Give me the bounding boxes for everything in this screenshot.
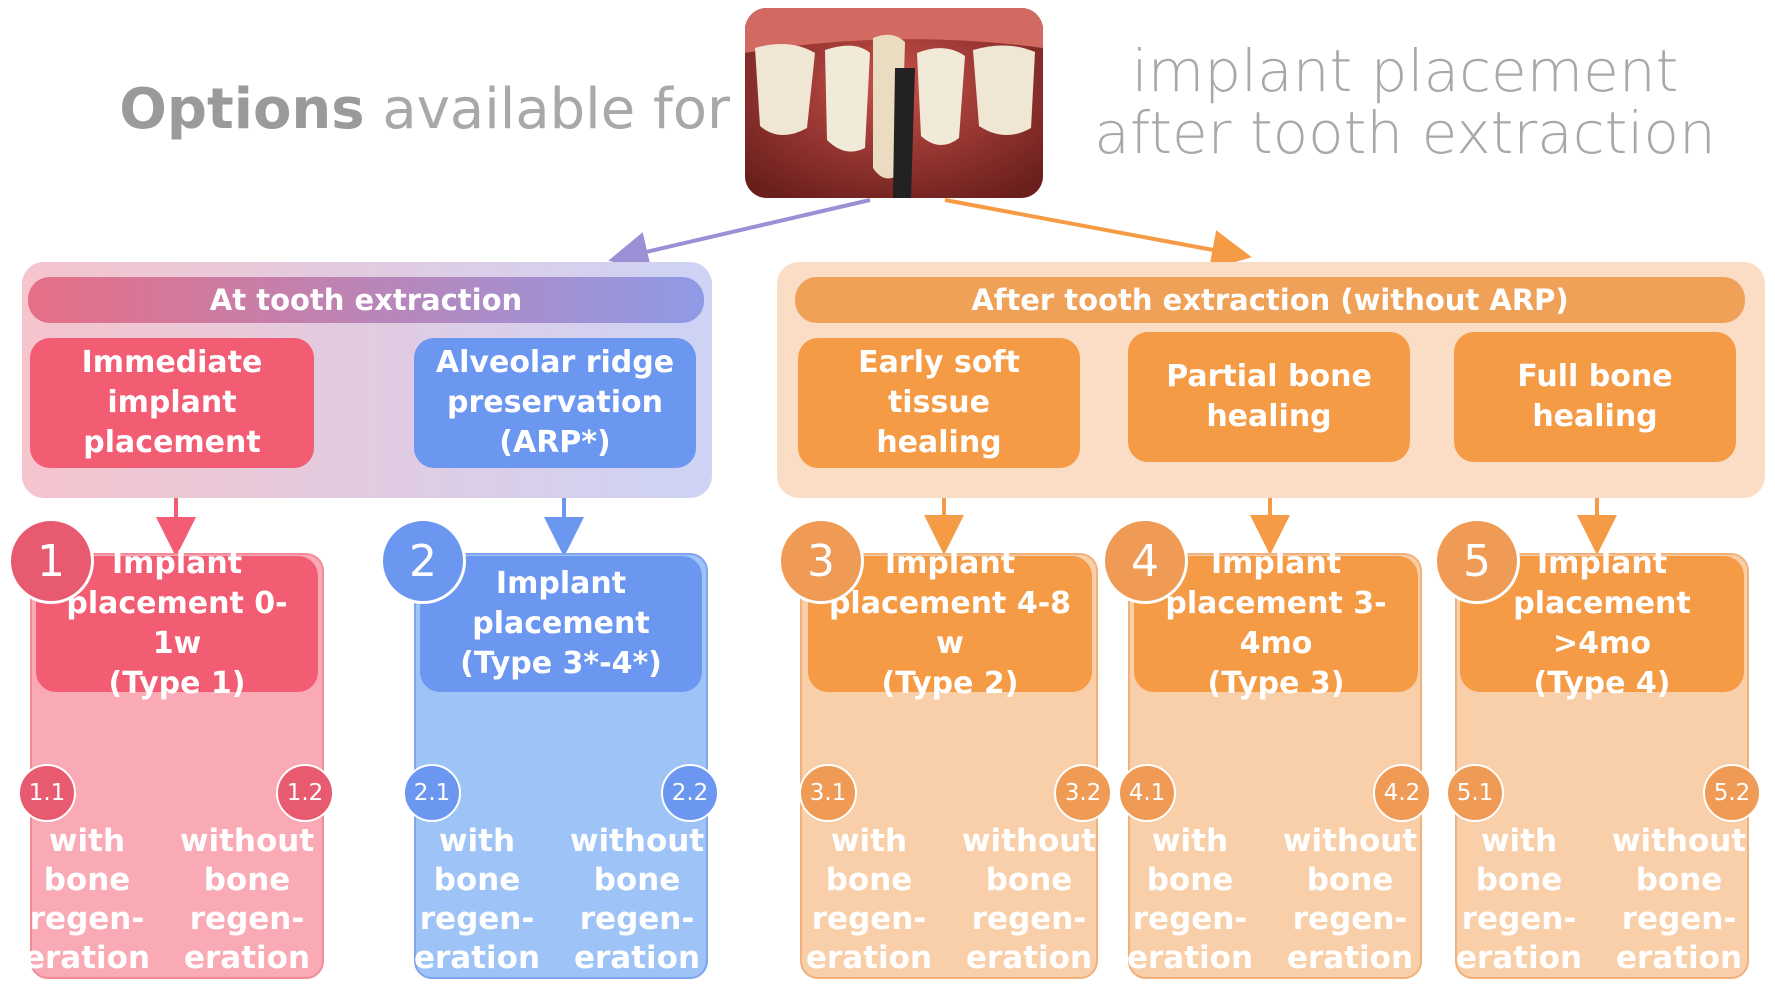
placement-text-5: Implant placement >4mo (Type 4) [1513,546,1691,701]
sub-text-2-2: without bone regen- eration [569,823,705,976]
sub-number-4-1: 4.1 [1118,764,1176,822]
sub-number-3-2: 3.2 [1054,764,1112,822]
sub-number-1-1: 1.1 [18,764,76,822]
placement-text-3: Implant placement 4-8 w (Type 2) [828,546,1072,701]
arrow-to-after-extraction [944,198,1252,270]
sub-text-5-2: without bone regen- eration [1611,823,1747,976]
sub-number-2-2: 2.2 [661,764,719,822]
option-number-4: 4 [1102,518,1188,604]
condition-box-5: Full bone healing [1454,332,1736,462]
option-number-2: 2 [380,518,466,604]
tooth-extraction-photo [745,8,1043,198]
sub-text-4-2: without bone regen- eration [1282,823,1418,976]
option-number-1: 1 [8,518,94,604]
placement-text-1: Implant placement 0-1w (Type 1) [66,546,288,701]
arrow-to-at-extraction [608,198,871,272]
condition-text-2: Alveolar ridge preservation (ARP*) [435,345,675,460]
placement-text-4: Implant placement 3-4mo (Type 3) [1165,546,1387,701]
title-left-rest: available for [364,77,730,142]
title-left-bold: Options [119,77,365,142]
placement-text-2: Implant placement (Type 3*-4*) [460,566,662,681]
sub-text-3-2: without bone regen- eration [961,823,1097,976]
sub-number-1-2: 1.2 [276,764,334,822]
condition-box-3: Early soft tissue healing [798,338,1080,468]
title-right-line1: implant placement [1131,37,1679,105]
sub-number-2-1: 2.1 [403,764,461,822]
title-right: implant placement after tooth extraction [1065,40,1745,164]
option-number-3: 3 [778,518,864,604]
sub-text-2-1: with bone regen- eration [413,823,541,976]
condition-text-3: Early soft tissue healing [858,345,1020,460]
title-right-line2: after tooth extraction [1094,99,1716,167]
title-left: Options available for [60,70,730,150]
sub-number-5-1: 5.1 [1446,764,1504,822]
condition-text-5: Full bone healing [1517,359,1673,434]
condition-text-4: Partial bone healing [1166,359,1372,434]
group-after-extraction-label: After tooth extraction (without ARP) [795,277,1745,323]
condition-box-2: Alveolar ridge preservation (ARP*) [414,338,696,468]
condition-box-1: Immediate implant placement [30,338,314,468]
option-number-5: 5 [1434,518,1520,604]
placement-box-1: Implant placement 0-1w (Type 1) [36,546,318,701]
sub-number-3-1: 3.1 [799,764,857,822]
condition-text-1: Immediate implant placement [81,345,263,460]
placement-box-4: Implant placement 3-4mo (Type 3) [1134,546,1418,701]
sub-text-3-1: with bone regen- eration [805,823,933,976]
condition-box-4: Partial bone healing [1128,332,1410,462]
placement-box-2: Implant placement (Type 3*-4*) [420,556,702,692]
sub-text-1-1: with bone regen- eration [23,823,151,976]
sub-text-5-1: with bone regen- eration [1455,823,1583,976]
group-at-extraction-label: At tooth extraction [28,277,704,323]
sub-text-1-2: without bone regen- eration [179,823,315,976]
sub-text-4-1: with bone regen- eration [1126,823,1254,976]
sub-number-5-2: 5.2 [1703,764,1761,822]
sub-number-4-2: 4.2 [1373,764,1431,822]
